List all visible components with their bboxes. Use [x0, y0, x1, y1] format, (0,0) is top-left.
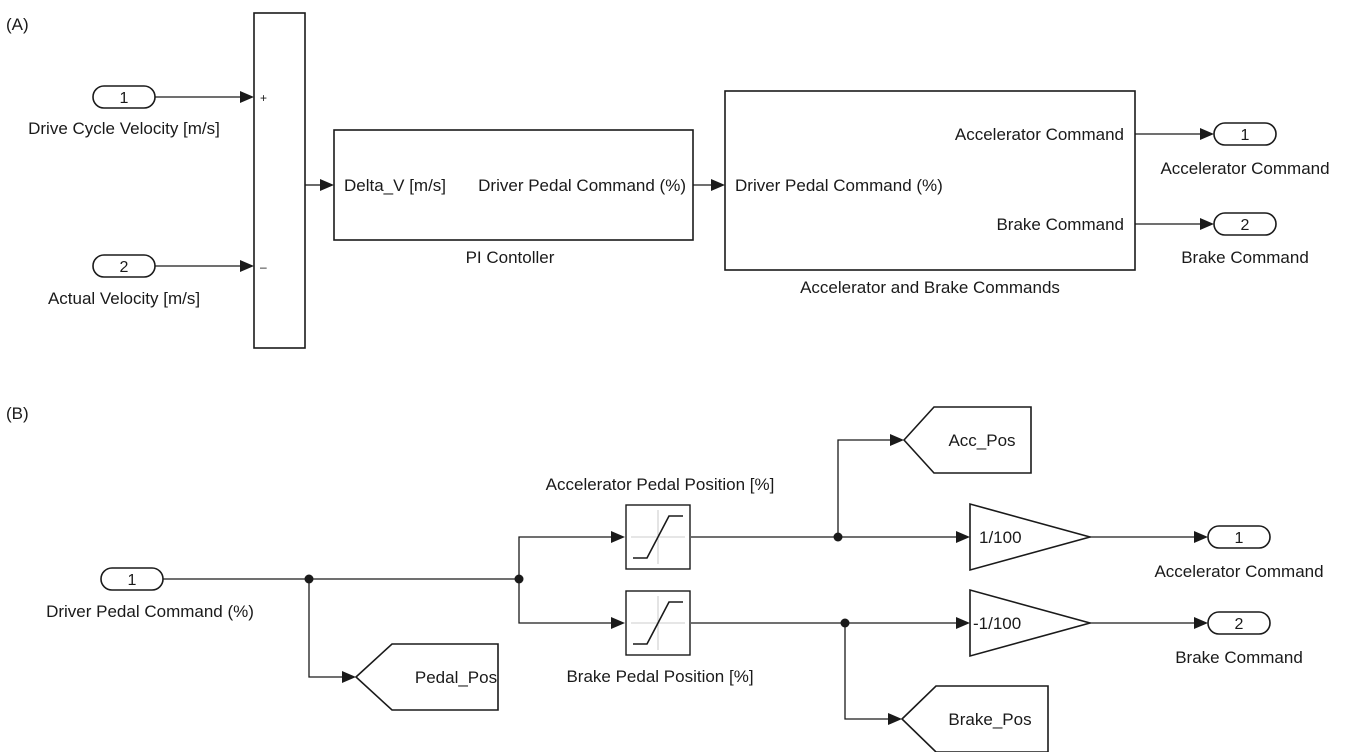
saturation-accelerator[interactable]	[625, 504, 691, 570]
gain-value: -1/100	[973, 614, 1021, 633]
outport-brake-command[interactable]: 2	[1213, 212, 1277, 236]
sum-plus-sign: +	[260, 91, 267, 105]
outport-number: 1	[1235, 530, 1244, 547]
outport-label-brake-command: Brake Command	[1181, 248, 1309, 267]
gain-brake[interactable]: -1/100	[969, 588, 1094, 658]
gain-accelerator[interactable]: 1/100	[969, 502, 1094, 572]
outport-number: 1	[1241, 127, 1250, 144]
outport-number: 2	[1241, 217, 1250, 234]
panel-b-tag: (B)	[6, 404, 29, 423]
subsystem-name: Accelerator and Brake Commands	[800, 278, 1060, 297]
goto-tag-label: Acc_Pos	[948, 431, 1015, 450]
outport-accelerator-command-b[interactable]: 1	[1207, 525, 1271, 549]
inport-label-driver-pedal-command: Driver Pedal Command (%)	[46, 602, 254, 621]
inport-number: 2	[120, 259, 129, 276]
saturation-brake[interactable]	[625, 590, 691, 656]
panel-a-tag: (A)	[6, 15, 29, 34]
inport-actual-velocity[interactable]: 2	[92, 254, 156, 278]
inport-number: 1	[120, 90, 129, 107]
outport-accelerator-command[interactable]: 1	[1213, 122, 1277, 146]
inport-driver-pedal-command[interactable]: 1	[100, 567, 164, 591]
outport-label-accelerator-command-b: Accelerator Command	[1154, 562, 1323, 581]
sat-accel-label: Accelerator Pedal Position [%]	[546, 475, 775, 494]
goto-tag-label: Pedal_Pos	[415, 668, 497, 687]
sum-block[interactable]: + –	[253, 12, 306, 349]
inport-drive-cycle-velocity[interactable]: 1	[92, 85, 156, 109]
goto-brake-pos[interactable]: Brake_Pos	[900, 685, 1049, 752]
outport-label-brake-command-b: Brake Command	[1175, 648, 1303, 667]
pi-output-port-label: Driver Pedal Command (%)	[478, 176, 686, 195]
sat-brake-label: Brake Pedal Position [%]	[566, 667, 753, 686]
accel-brake-subsystem-block[interactable]: Driver Pedal Command (%) Accelerator Com…	[724, 90, 1136, 271]
inport-label-drive-cycle-velocity: Drive Cycle Velocity [m/s]	[28, 119, 220, 138]
sum-minus-sign: –	[260, 260, 267, 274]
subsystem-output-port-brake-label: Brake Command	[996, 215, 1124, 234]
goto-acc-pos[interactable]: Acc_Pos	[902, 406, 1032, 474]
pi-controller-block[interactable]: Delta_V [m/s] Driver Pedal Command (%)	[333, 129, 694, 241]
subsystem-input-port-label: Driver Pedal Command (%)	[735, 176, 943, 195]
subsystem-output-port-accel-label: Accelerator Command	[955, 125, 1124, 144]
inport-number: 1	[128, 572, 137, 589]
gain-value: 1/100	[979, 528, 1022, 547]
goto-pedal-pos[interactable]: Pedal_Pos	[354, 643, 499, 711]
pi-input-port-label: Delta_V [m/s]	[344, 176, 446, 195]
outport-label-accelerator-command: Accelerator Command	[1160, 159, 1329, 178]
goto-tag-label: Brake_Pos	[948, 710, 1031, 729]
inport-label-actual-velocity: Actual Velocity [m/s]	[48, 289, 200, 308]
outport-number: 2	[1235, 616, 1244, 633]
outport-brake-command-b[interactable]: 2	[1207, 611, 1271, 635]
pi-controller-name: PI Contoller	[466, 248, 555, 267]
